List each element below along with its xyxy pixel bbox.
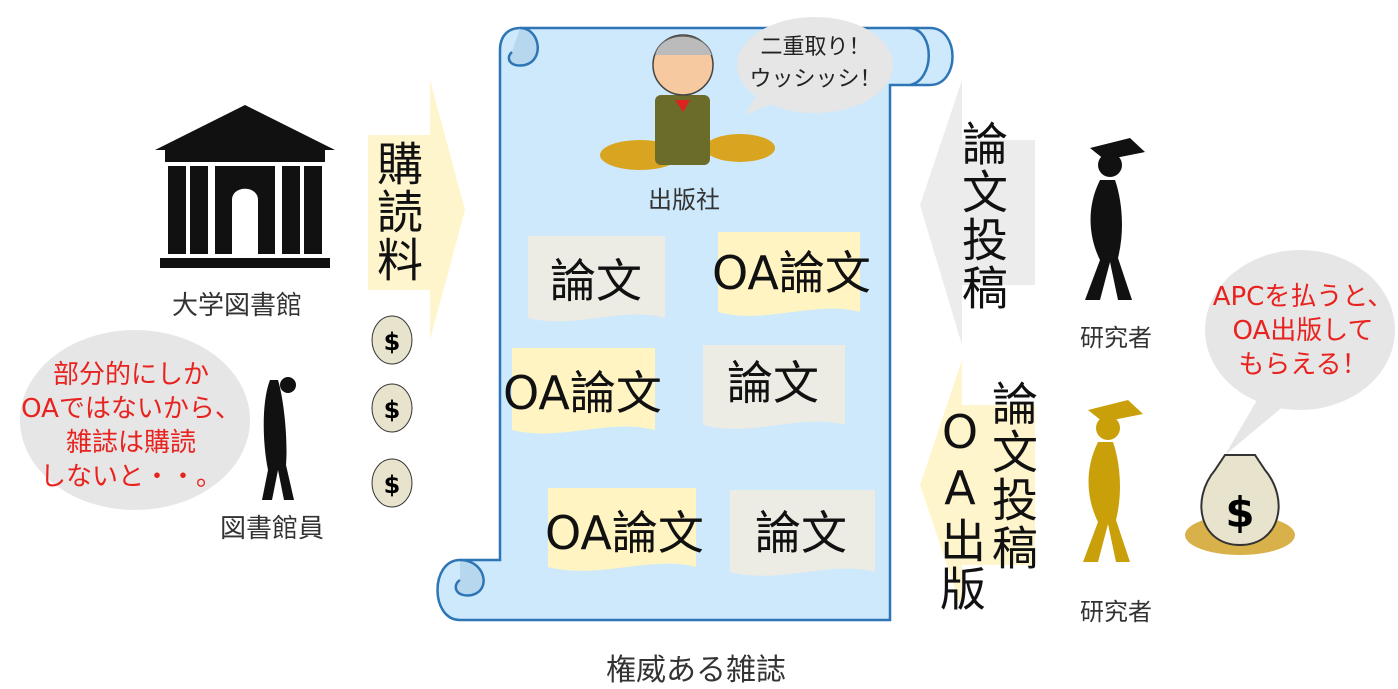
librarian-speech-line: しないと・・。	[39, 462, 222, 492]
paper-4	[703, 345, 845, 429]
librarian-icon	[262, 377, 296, 500]
paper-6	[730, 490, 875, 576]
svg-text:$: $	[384, 396, 401, 424]
researcher-speech: APCを払うと、 OA出版して もらえる！	[1208, 280, 1398, 382]
money-bag-icon: $ $ $	[371, 315, 413, 508]
paper-text: 論文	[727, 356, 819, 410]
oa-arrow-text-submit: 論文投稿	[985, 380, 1039, 572]
researcher-speech-tail	[1225, 395, 1285, 455]
paper-2	[718, 232, 860, 316]
paper-1	[528, 236, 665, 322]
submission-arrow	[920, 80, 1035, 345]
publisher-speech-bubble	[737, 17, 893, 113]
researcher-speech-line: もらえる！	[1238, 350, 1368, 380]
subscription-arrow	[368, 80, 465, 340]
paper-text: 論文	[550, 254, 642, 308]
paper-text: OA論文	[545, 506, 704, 560]
publisher-speech-line: ウッシッシ！	[749, 67, 882, 92]
paper-text: OA論文	[712, 246, 871, 300]
paper-3	[512, 348, 655, 434]
publisher-icon	[600, 34, 775, 170]
apc-money-bag-icon: $	[1185, 454, 1295, 555]
librarian-speech-bubble	[20, 330, 250, 510]
paper-5	[548, 488, 696, 571]
publisher-speech-tail	[745, 90, 780, 115]
librarian-speech-line: 雑誌は購読	[65, 428, 196, 458]
library-label: 大学図書館	[172, 291, 303, 321]
researcher-speech-bubble	[1205, 250, 1395, 410]
svg-text:$: $	[384, 471, 401, 499]
submission-arrow-text: 論文投稿	[955, 120, 1009, 312]
oa-researcher-icon	[1083, 400, 1143, 562]
librarian-speech: 部分的にしか OAではないから、 雑誌は購読 しないと・・。	[0, 358, 262, 494]
librarian-speech-line: OAではないから、	[21, 394, 241, 424]
publisher-speech-line: 二重取り！	[760, 35, 871, 60]
oa-submission-arrow	[920, 360, 1035, 610]
paper-text: OA論文	[503, 366, 662, 420]
librarian-label: 図書館員	[220, 514, 325, 544]
svg-text:$: $	[384, 328, 401, 356]
researcher-label-2: 研究者	[1080, 598, 1152, 626]
librarian-speech-line: 部分的にしか	[52, 360, 209, 390]
researcher-speech-line: OA出版して	[1232, 316, 1374, 346]
researcher-label-1: 研究者	[1080, 324, 1152, 352]
svg-text:$: $	[1225, 488, 1254, 537]
researcher-speech-line: APCを払うと、	[1212, 282, 1394, 312]
journal-caption: 権威ある雑誌	[606, 653, 786, 688]
paper-text: 論文	[755, 506, 847, 560]
oa-arrow-text-oa: OA出版	[933, 405, 987, 613]
researcher-icon	[1085, 138, 1145, 300]
publisher-label: 出版社	[648, 186, 720, 214]
library-icon	[155, 105, 335, 268]
journal-scroll	[436, 26, 954, 622]
publisher-speech: 二重取り！ ウッシッシ！	[748, 32, 883, 96]
subscription-arrow-text: 購読料	[370, 140, 424, 284]
